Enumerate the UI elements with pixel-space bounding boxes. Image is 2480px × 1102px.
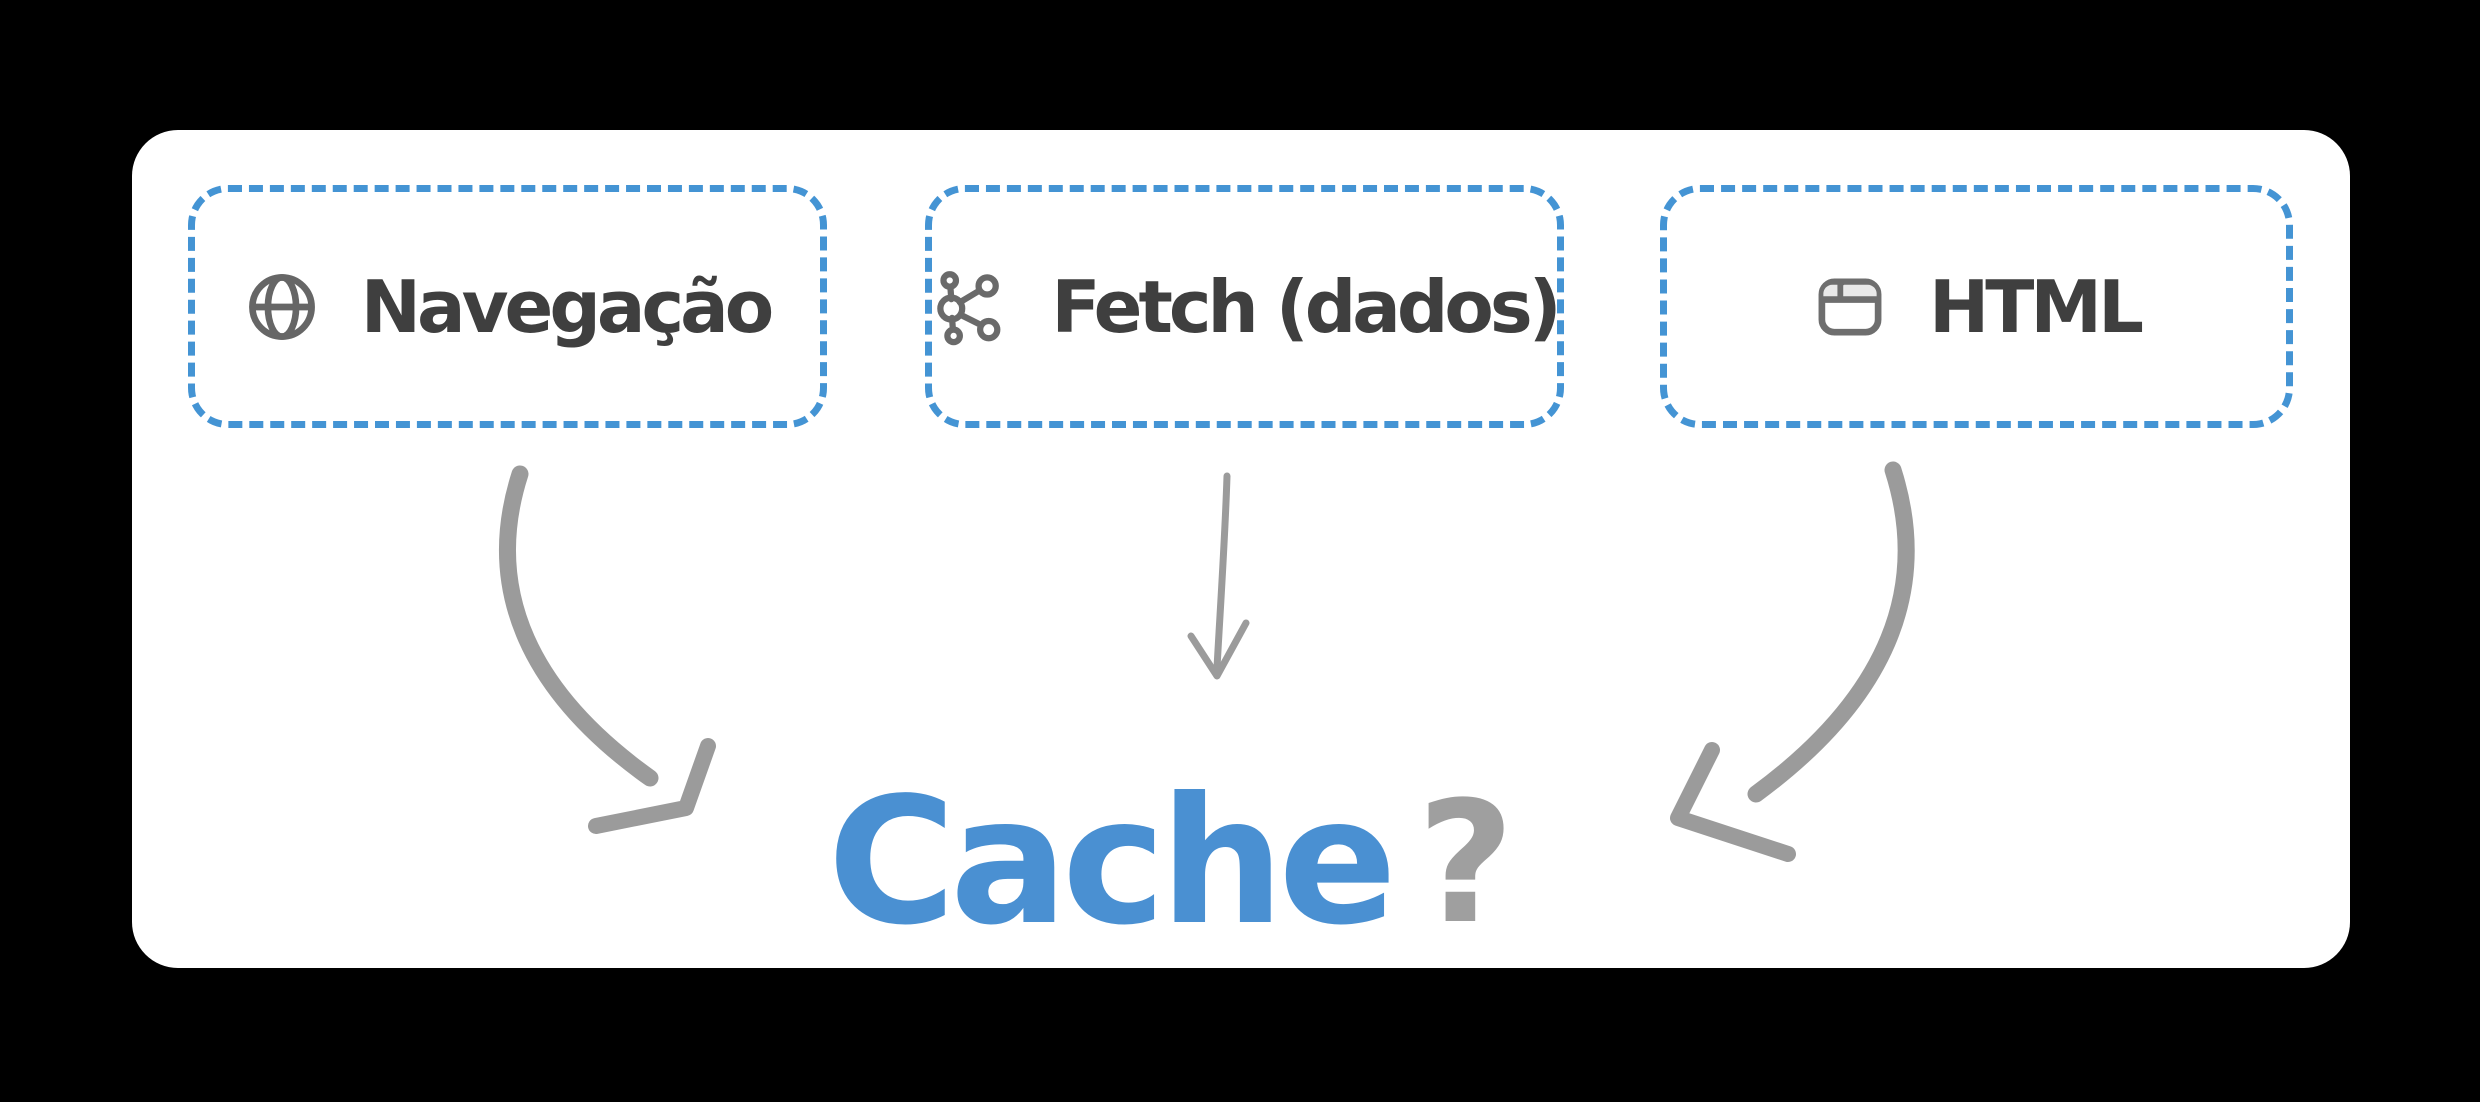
source-box-fetch: Fetch (dados) xyxy=(925,185,1564,428)
question-mark-text: ? xyxy=(1417,764,1515,961)
network-nodes-icon xyxy=(931,268,1009,346)
cache-text: Cache xyxy=(827,761,1398,964)
box-label-html: HTML xyxy=(1929,264,2144,349)
cache-headline: Cache ? xyxy=(62,760,2280,965)
globe-icon xyxy=(245,270,319,344)
diagram-card: Navegação Fetch (dados) xyxy=(132,130,2350,968)
box-label-navigation: Navegação xyxy=(360,264,774,349)
source-box-html: HTML xyxy=(1660,185,2293,428)
source-box-navigation: Navegação xyxy=(188,185,827,428)
box-label-fetch: Fetch (dados) xyxy=(1051,264,1561,349)
browser-window-icon xyxy=(1813,270,1887,344)
